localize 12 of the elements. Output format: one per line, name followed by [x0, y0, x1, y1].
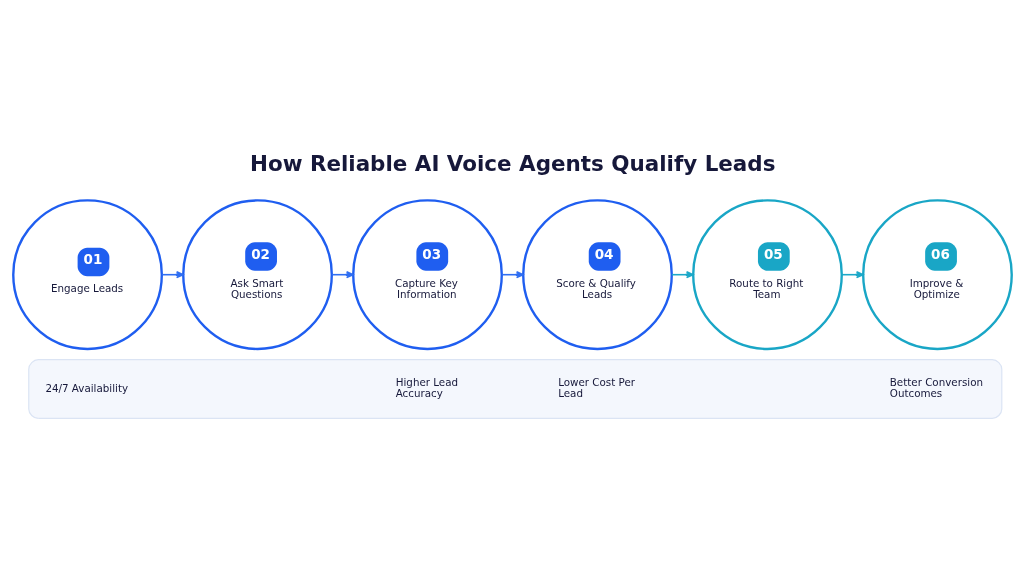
node-circle: 01 Engage Leads — [11, 199, 163, 351]
node-circle: 02 Ask Smart Questions — [181, 199, 333, 351]
node-text: Better Conversion Outcomes — [889, 376, 983, 400]
diagram-title: How Reliable AI Voice Agents Qualify Leads — [249, 150, 775, 176]
node-circle: 05 Route to Right Team — [691, 199, 843, 351]
node-circle: 06 Improve & Optimize — [861, 199, 1013, 351]
node-circle: 03 Capture Key Information — [351, 199, 503, 351]
cluster — [27, 359, 1002, 420]
node-text: 24/7 Availability — [44, 381, 128, 394]
node-text: Lower Cost Per Lead — [557, 376, 635, 400]
node-text: Higher Lead Accuracy — [395, 376, 458, 400]
node-circle: 04 Score & Qualify Leads — [521, 199, 673, 351]
